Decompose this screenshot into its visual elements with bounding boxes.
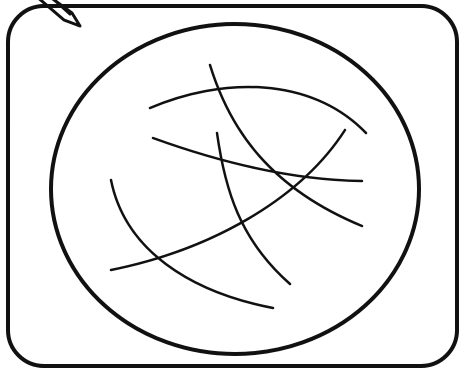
strand-1 [150,87,366,133]
strand-6 [111,180,273,308]
probe-pointer [36,0,80,26]
strands-group [111,65,366,308]
circular-dish [51,24,419,354]
strand-2 [153,138,362,181]
rounded-square-frame [8,6,457,366]
strand-5 [217,133,290,284]
